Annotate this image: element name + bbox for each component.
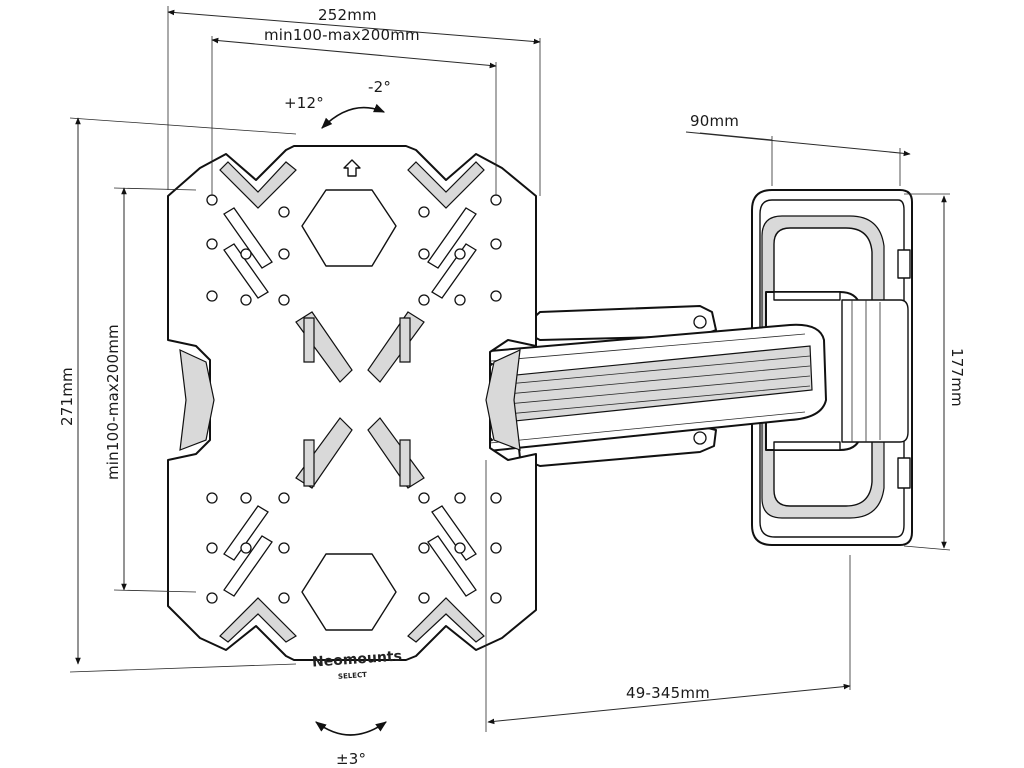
up-arrow-icon xyxy=(343,159,361,177)
dim-plate-height: 271mm xyxy=(58,367,76,426)
dimension-annotations: 252mm min100-max200mm +12° -2° 271mm min… xyxy=(58,6,966,768)
brand-logo: Neomounts xyxy=(312,648,403,670)
dim-wall-plate-depth: 90mm xyxy=(690,112,739,130)
extension-arm xyxy=(457,305,827,467)
dim-rotation: ±3° xyxy=(336,750,366,768)
dim-arm-extension: 49-345mm xyxy=(626,684,710,702)
vesa-plate: Neomounts SELECT xyxy=(167,145,537,681)
dim-tilt-up: +12° xyxy=(284,94,324,112)
dim-wall-plate-height: 177mm xyxy=(948,348,966,407)
dim-vesa-vertical: min100-max200mm xyxy=(104,324,122,480)
dim-plate-width: 252mm xyxy=(318,6,377,24)
dim-vesa-horizontal: min100-max200mm xyxy=(264,26,420,44)
brand-sublogo: SELECT xyxy=(338,671,368,681)
dim-tilt-down: -2° xyxy=(368,78,391,96)
mounting-holes xyxy=(206,194,502,604)
